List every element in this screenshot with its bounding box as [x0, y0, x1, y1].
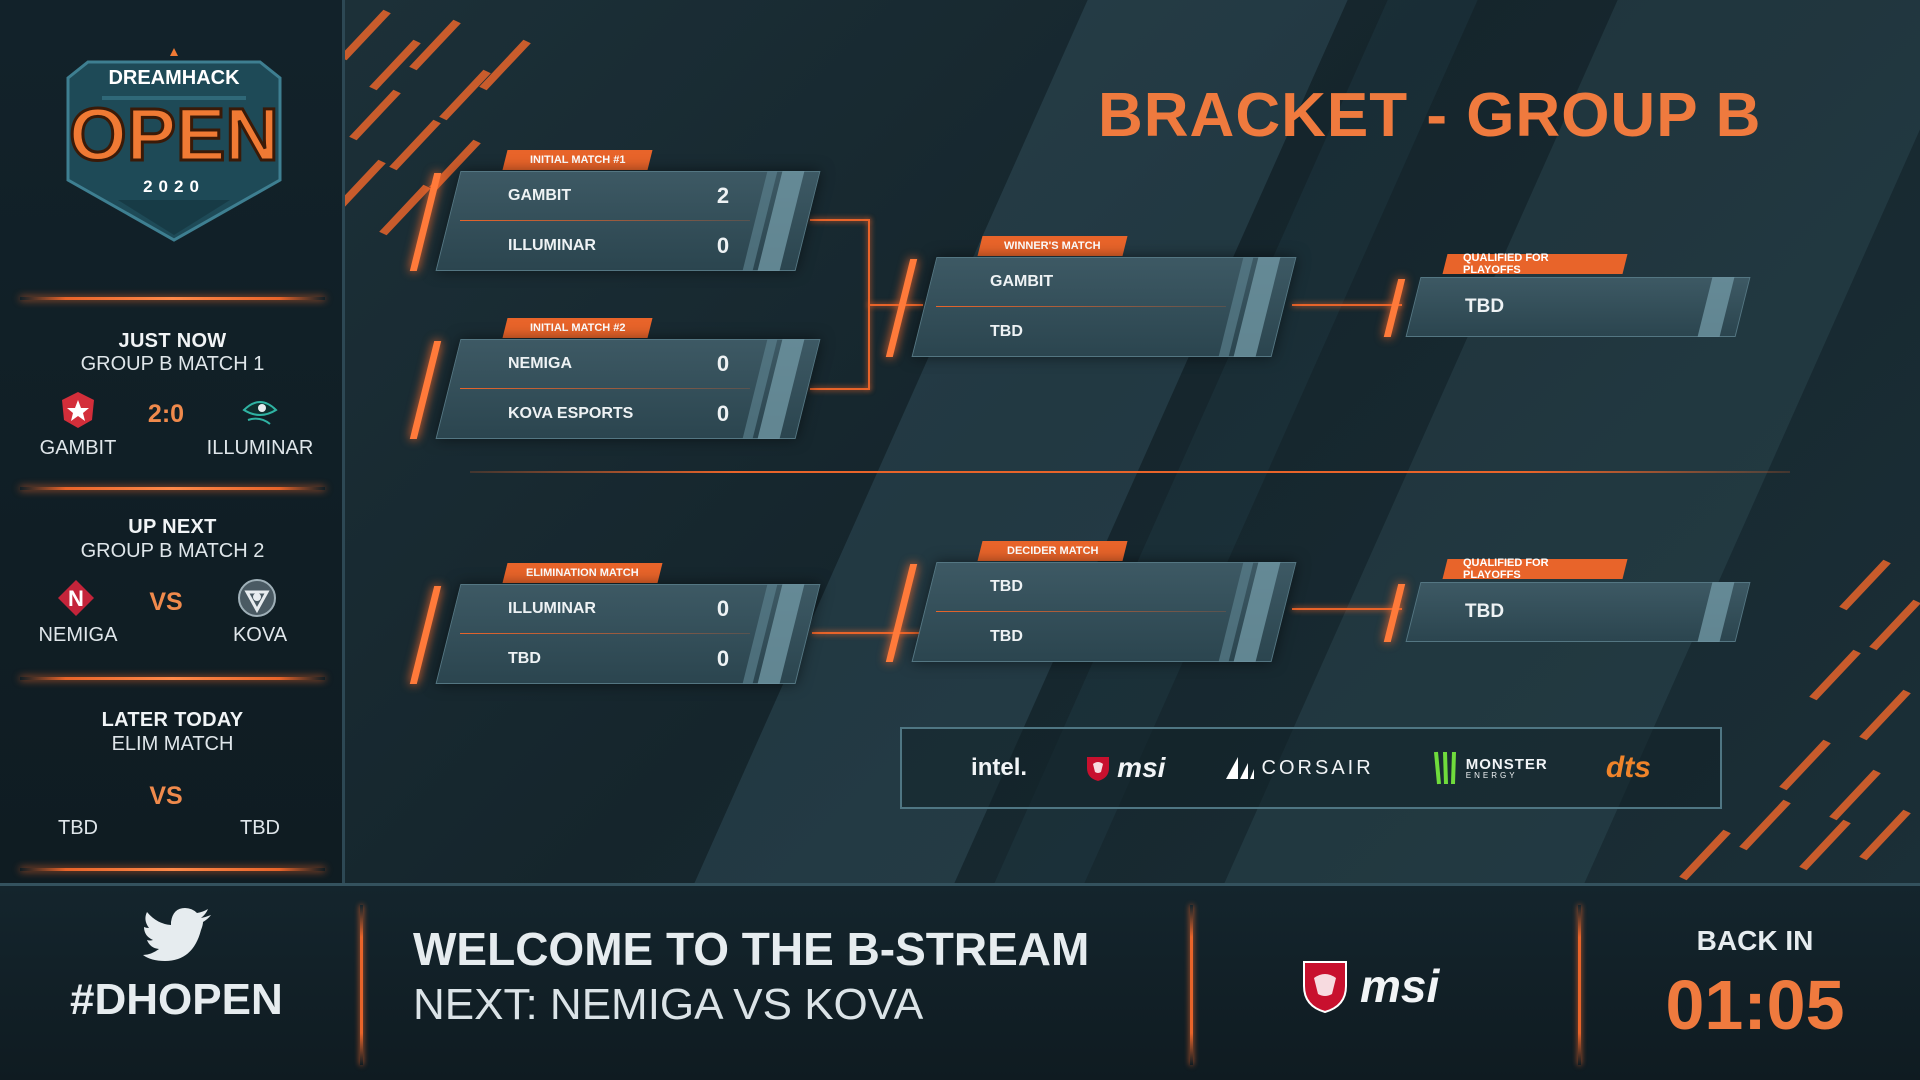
svg-text:N: N	[68, 586, 84, 611]
gambit-logo-icon	[58, 390, 98, 430]
just-now-team2: ILLUMINAR	[206, 437, 314, 459]
qualified-2-label: QUALIFIED FOR PLAYOFFS	[1442, 557, 1628, 581]
team-name: GAMBIT	[508, 187, 572, 204]
monster-claw-icon	[1433, 751, 1456, 785]
initial-match-1: GAMBIT 2 ILLUMINAR 0	[409, 171, 821, 271]
up-next-vs: VS	[149, 588, 183, 616]
later-today-team2: TBD	[240, 817, 280, 839]
qualified-2: TBD	[1383, 582, 1755, 642]
team-name: TBD	[1465, 296, 1505, 317]
logo-year: 2020	[143, 177, 205, 196]
just-now-heading: JUST NOW	[118, 330, 227, 352]
up-next-team2: KOVA	[232, 624, 288, 646]
connector	[812, 632, 922, 634]
team-score: 0	[716, 401, 730, 426]
bottom-divider	[1578, 905, 1581, 1065]
msi-wordmark: msi	[1360, 960, 1440, 1012]
corsair-logo: CORSAIR	[1224, 755, 1374, 781]
just-now-match: GROUP B MATCH 1	[80, 353, 265, 375]
later-today-match: ELIM MATCH	[111, 733, 234, 755]
monster-energy-logo: MONSTER ENERGY	[1432, 750, 1548, 786]
logo-brand: DREAMHACK	[108, 67, 240, 89]
initial-match-2-label: INITIAL MATCH #2	[502, 318, 653, 338]
qualified-1: TBD	[1383, 277, 1755, 337]
team-score: 2	[716, 183, 730, 208]
team-name: TBD	[990, 578, 1023, 595]
bottom-divider	[1190, 905, 1193, 1065]
msi-sponsor-logo: msi	[1300, 958, 1439, 1014]
initial-match-1-label: INITIAL MATCH #1	[502, 150, 653, 170]
countdown-timer: 01:05	[1665, 966, 1845, 1044]
winners-match-label: WINNER'S MATCH	[977, 236, 1128, 256]
winners-match: GAMBIT TBD	[885, 257, 1297, 357]
up-next-match: GROUP B MATCH 2	[80, 540, 265, 562]
decider-match: TBD TBD	[885, 562, 1297, 662]
team-name: TBD	[990, 628, 1023, 645]
qualified-1-label: QUALIFIED FOR PLAYOFFS	[1442, 252, 1628, 276]
connector	[810, 388, 870, 390]
team-name: ILLUMINAR	[508, 600, 596, 617]
team-name: NEMIGA	[508, 355, 572, 372]
twitter-hashtag: #DHOPEN	[70, 975, 283, 1024]
team-name: TBD	[508, 650, 541, 667]
team-score: 0	[716, 233, 730, 258]
divider	[20, 297, 325, 300]
nemiga-logo-icon: N	[56, 578, 96, 618]
next-match-text: NEXT: NEMIGA VS KOVA	[413, 980, 924, 1029]
later-today-heading: LATER TODAY	[101, 709, 244, 731]
divider	[20, 677, 325, 680]
connector	[1292, 304, 1402, 306]
team-name: ILLUMINAR	[508, 237, 596, 254]
team-score: 0	[716, 351, 730, 376]
divider	[20, 487, 325, 490]
decider-match-label: DECIDER MATCH	[977, 541, 1128, 561]
later-today-team1: TBD	[58, 817, 98, 839]
connector	[1292, 608, 1402, 610]
team-score: 0	[716, 596, 730, 621]
connector	[868, 304, 923, 306]
team-name: KOVA ESPORTS	[508, 405, 634, 422]
up-next-heading: UP NEXT	[128, 516, 217, 538]
upper-lower-divider	[470, 471, 1790, 473]
intel-logo: intel.	[971, 754, 1028, 781]
back-in-label: BACK IN	[1696, 925, 1814, 956]
elimination-match-label: ELIMINATION MATCH	[502, 563, 663, 583]
illuminar-logo-icon	[240, 390, 280, 430]
team-score: 0	[716, 646, 730, 671]
sponsor-bar: intel. msi CORSAIR MONSTER ENERGY dts	[900, 727, 1722, 809]
team-name: GAMBIT	[990, 273, 1054, 290]
team-name: TBD	[1465, 601, 1505, 622]
later-today-vs: VS	[149, 782, 183, 810]
bracket-title: BRACKET - GROUP B	[1098, 81, 1762, 150]
welcome-text: WELCOME TO THE B-STREAM	[413, 923, 1090, 975]
msi-logo: msi	[1085, 752, 1165, 784]
team-name: TBD	[990, 323, 1023, 340]
dreamhack-open-logo: DREAMHACK OPEN 2020	[48, 40, 300, 245]
connector	[810, 219, 870, 221]
msi-shield-icon	[1087, 757, 1110, 781]
dts-logo: dts	[1605, 751, 1651, 784]
bottom-bar	[0, 883, 1920, 1080]
elimination-match: ILLUMINAR 0 TBD 0	[409, 584, 821, 684]
divider	[20, 868, 325, 871]
kova-logo-icon	[237, 578, 277, 618]
up-next-team1: NEMIGA	[38, 624, 118, 646]
logo-word: OPEN	[69, 93, 279, 176]
just-now-team1: GAMBIT	[39, 437, 117, 459]
corsair-sails-icon	[1225, 757, 1254, 779]
msi-shield-icon	[1303, 961, 1347, 1014]
bottom-divider	[360, 905, 363, 1065]
just-now-score: 2:0	[147, 400, 185, 428]
twitter-bird-icon	[143, 908, 213, 966]
initial-match-2: NEMIGA 0 KOVA ESPORTS 0	[409, 339, 821, 439]
